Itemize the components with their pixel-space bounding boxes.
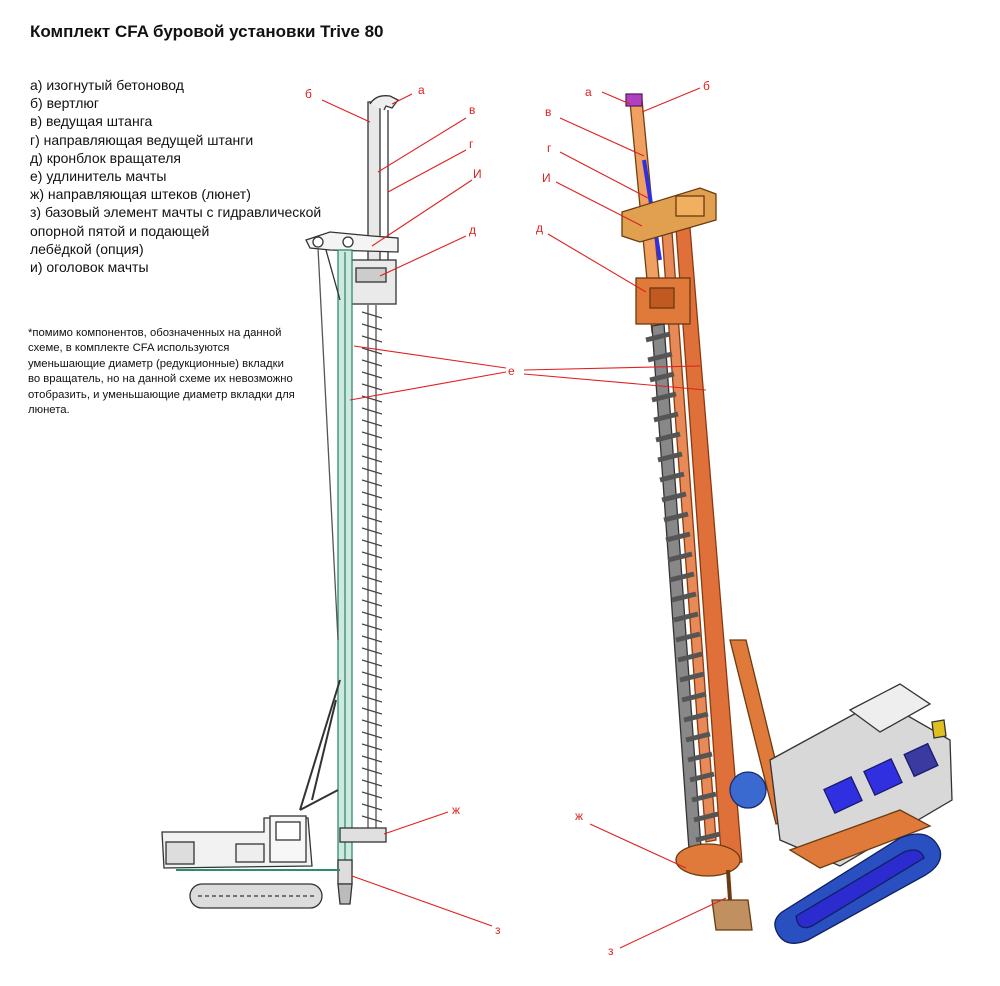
- left-boom-arm-3: [299, 789, 339, 811]
- right-cab-top: [848, 683, 932, 733]
- leader-right-zh: [589, 823, 687, 869]
- legend-item-v: в) ведущая штанга: [30, 113, 153, 130]
- left-auger: [361, 305, 383, 840]
- legend-item-b: б) вертлюг: [30, 95, 99, 112]
- leader-right-e2: [523, 373, 707, 391]
- page-title: Комплект CFA буровой установки Trive 80: [30, 22, 384, 41]
- legend-item-zh: ж) направляющая штеков (люнет): [30, 186, 251, 203]
- callout-left-zh: ж: [452, 803, 460, 817]
- callout-lines: [321, 87, 727, 949]
- left-bent-pipe: [369, 95, 399, 111]
- left-rotary-block: [355, 267, 387, 283]
- right-foot-rod: [726, 869, 732, 901]
- callout-left-b: б: [305, 87, 312, 101]
- legend-item-a: а) изогнутый бетоновод: [30, 77, 184, 93]
- callout-right-z: з: [608, 944, 614, 958]
- right-window-2: [863, 758, 903, 796]
- callout-right-a: а: [585, 85, 592, 99]
- right-winch: [729, 771, 767, 809]
- legend-item-z-cont2: лебёдкой (опция): [30, 240, 144, 257]
- callout-labels: б а в г И д е ж з а б в г И д ж з: [305, 79, 710, 958]
- left-boom-arm-1: [299, 679, 341, 811]
- right-auger: [645, 323, 721, 865]
- leader-right-i: [555, 181, 643, 227]
- leader-left-a: [391, 93, 413, 105]
- right-window-3: [903, 742, 939, 778]
- callout-left-z: з: [495, 923, 501, 937]
- legend-item-e: е) удлинитель мачты: [30, 168, 167, 185]
- callout-right-g: г: [547, 141, 552, 155]
- leader-left-zh: [383, 811, 449, 835]
- leader-right-e1: [523, 365, 701, 371]
- callout-left-v: в: [469, 103, 475, 117]
- left-auger-flights: [361, 311, 383, 823]
- legend-item-i: и) оголовок мачты: [30, 259, 149, 276]
- left-support-foot: [337, 883, 353, 905]
- leader-left-b: [321, 99, 371, 123]
- callout-left-i: И: [473, 167, 482, 181]
- left-rig-drawing: [161, 95, 399, 909]
- footnote: *помимо компонентов, обозначенных на дан…: [28, 327, 295, 417]
- right-rotary-block: [649, 287, 675, 309]
- component-legend: а) изогнутый бетоновод б) вертлюг в) вед…: [30, 76, 321, 276]
- right-window-1: [823, 776, 863, 814]
- left-engine-grille: [165, 841, 195, 865]
- legend-item-z: з) базовый элемент мачты с гидравлическо…: [30, 204, 322, 221]
- callout-right-zh: ж: [575, 809, 583, 823]
- right-swivel: [625, 93, 643, 107]
- left-sheave-1: [312, 236, 324, 248]
- leader-right-b: [641, 87, 701, 113]
- right-undercarriage-frame: [788, 809, 932, 869]
- callout-left-d: д: [469, 223, 476, 237]
- left-cab-window: [275, 821, 301, 841]
- right-lunette: [675, 843, 741, 877]
- left-mast-base: [337, 859, 353, 885]
- left-stay-rope-2: [325, 249, 341, 301]
- leader-right-g: [559, 151, 649, 199]
- leader-left-e2: [349, 371, 507, 401]
- callout-right-d: д: [536, 221, 543, 235]
- leader-left-i: [371, 179, 473, 247]
- left-stay-rope: [317, 247, 339, 641]
- callout-left-g: г: [469, 137, 474, 151]
- left-sheave-2: [342, 236, 354, 248]
- callout-right-v: в: [545, 105, 551, 119]
- leader-right-z: [619, 897, 727, 949]
- legend-item-z-cont1: опорной пятой и подающей: [30, 222, 210, 239]
- leader-left-g: [387, 149, 467, 193]
- right-counterweight: [931, 719, 947, 739]
- legend-item-d: д) кронблок вращателя: [30, 149, 181, 166]
- left-lunette: [339, 827, 387, 843]
- callout-right-b: б: [703, 79, 710, 93]
- right-head-block: [675, 195, 705, 217]
- callout-left-a: а: [418, 83, 425, 97]
- leader-right-v: [559, 117, 645, 157]
- right-auger-flights: [645, 331, 721, 843]
- leader-left-d: [379, 235, 467, 277]
- right-support-foot: [711, 899, 753, 931]
- right-track-inner: [795, 849, 925, 929]
- left-engine-hatch: [235, 843, 265, 863]
- callout-right-i: И: [542, 171, 551, 185]
- legend-item-g: г) направляющая ведущей штанги: [30, 131, 254, 148]
- right-rig-drawing: [621, 93, 953, 944]
- leader-right-a: [601, 91, 631, 105]
- leader-right-d: [547, 233, 647, 293]
- leader-left-z: [351, 875, 493, 927]
- leader-left-v: [377, 117, 467, 173]
- left-boom-arm-2: [311, 699, 337, 801]
- leader-left-e1: [353, 345, 507, 369]
- callout-e: е: [508, 364, 515, 378]
